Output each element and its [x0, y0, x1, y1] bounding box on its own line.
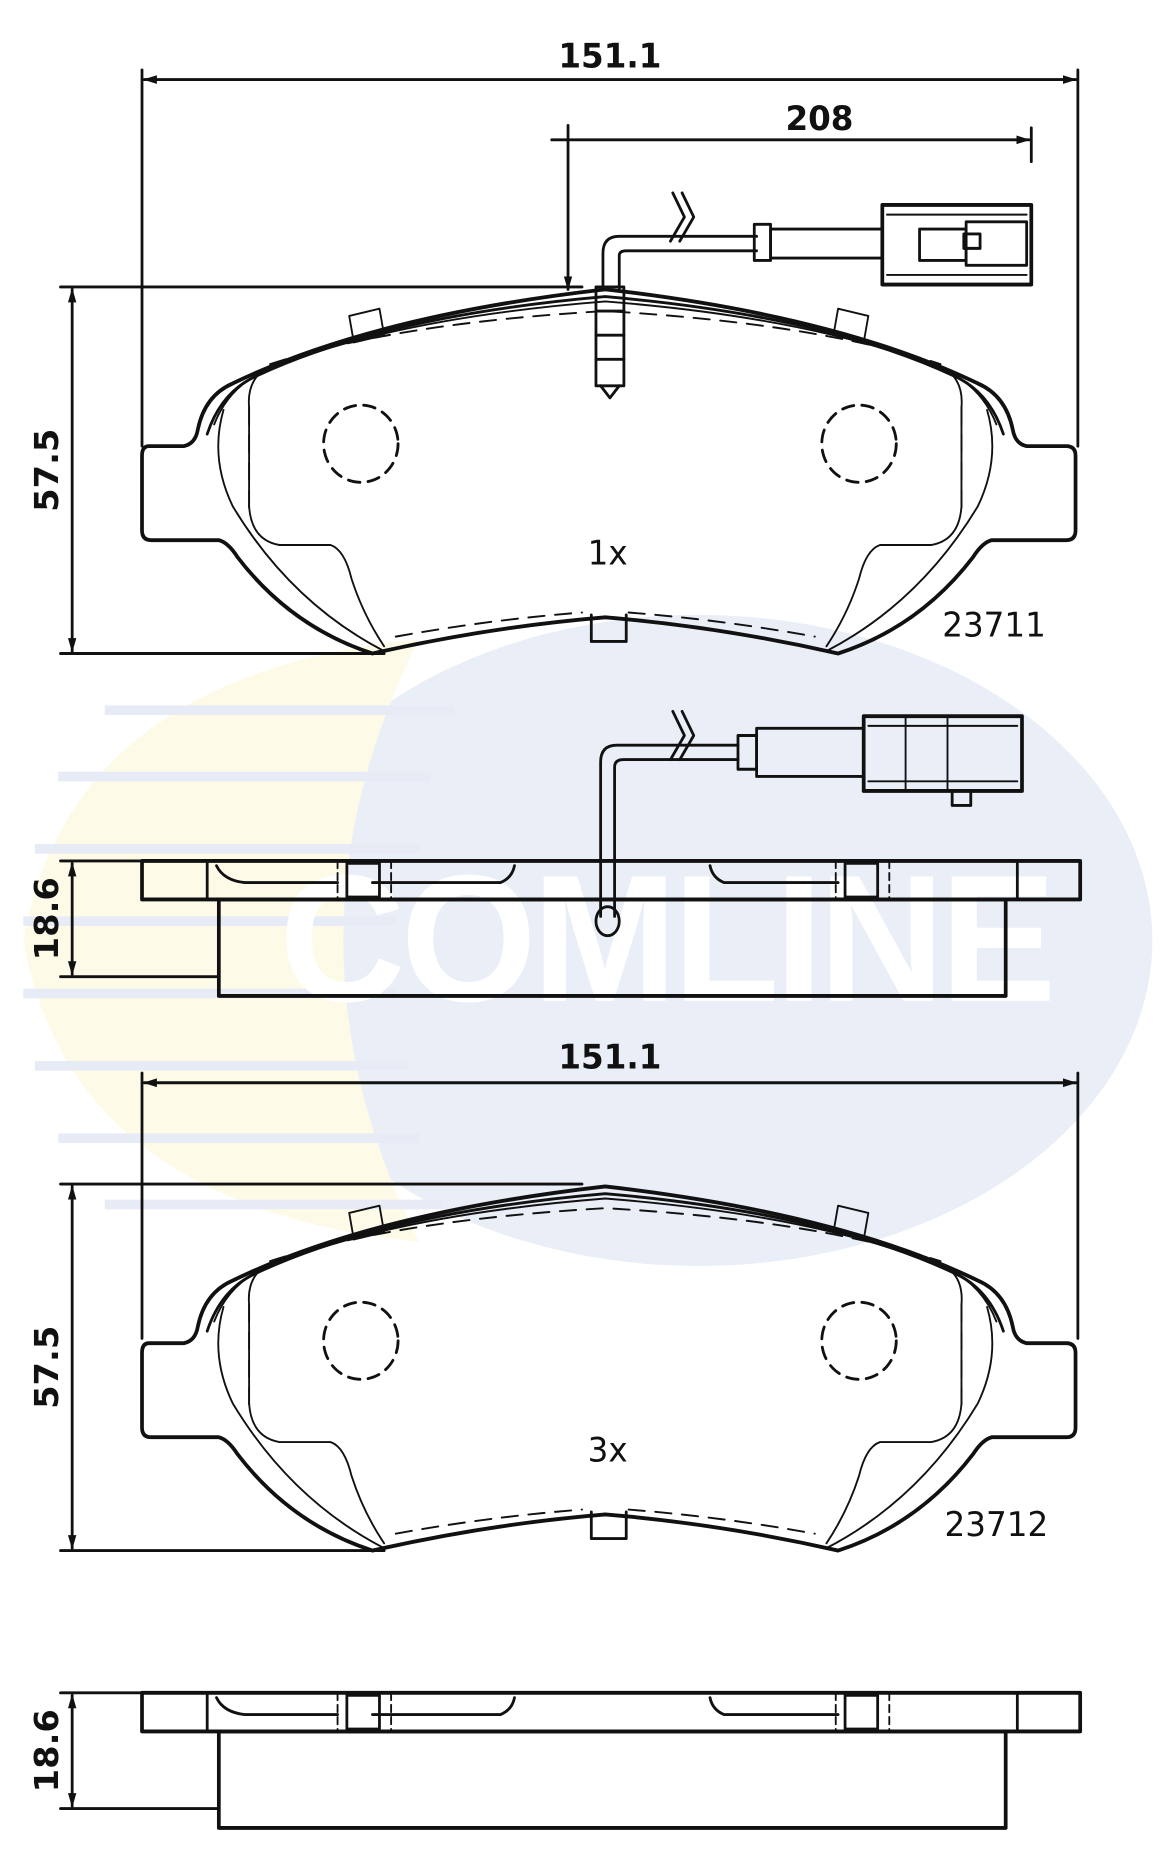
bottom-quantity-label: 3x — [588, 1430, 628, 1470]
watermark-text: COMLINE — [279, 837, 1051, 1039]
top-pad-side-view: 18.6 — [28, 709, 1083, 998]
comline-watermark: COMLINE — [23, 614, 1153, 1267]
top-quantity-label: 1x — [588, 533, 628, 573]
bottom-height-dimension: 57.5 — [28, 1326, 66, 1409]
top-pad-front-view: 151.1 208 57.5 1x 23711 — [28, 36, 1080, 656]
top-width-dimension: 151.1 — [558, 36, 661, 76]
top-thickness-dimension: 18.6 — [28, 877, 66, 960]
sensor-length-dimension: 208 — [785, 99, 853, 139]
top-height-dimension: 57.5 — [28, 429, 66, 512]
top-part-number: 23711 — [942, 605, 1046, 645]
side-wear-sensor — [594, 709, 1024, 938]
bottom-part-number: 23712 — [945, 1505, 1049, 1545]
bottom-pad-side-view: 18.6 — [28, 1690, 1083, 1830]
bottom-thickness-dimension: 18.6 — [28, 1709, 66, 1792]
bottom-pad-front-view: 151.1 57.5 3x 23712 — [28, 1037, 1080, 1553]
bottom-width-dimension: 151.1 — [558, 1037, 661, 1077]
wear-sensor — [594, 191, 1034, 400]
